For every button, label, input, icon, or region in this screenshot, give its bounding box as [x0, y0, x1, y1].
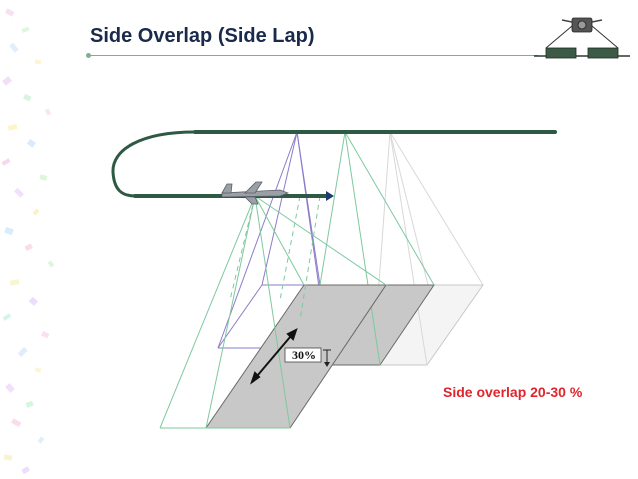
slide-title: Side Overlap (Side Lap) — [90, 25, 315, 47]
camera-drone-logo — [534, 17, 630, 59]
flight-direction-arrow — [326, 191, 334, 201]
cone-second — [217, 131, 435, 366]
overlap-percent-label: 30% — [292, 348, 316, 362]
overlap-marker — [250, 328, 331, 385]
jet-aircraft-icon — [221, 181, 290, 205]
side-overlap-label: Side overlap 20-30 % — [443, 384, 583, 400]
title-underline-dot — [86, 53, 91, 58]
flight-path — [111, 130, 557, 198]
confetti-border-decoration — [1, 8, 55, 475]
cone-first — [159, 195, 387, 429]
title-underline — [88, 55, 538, 56]
